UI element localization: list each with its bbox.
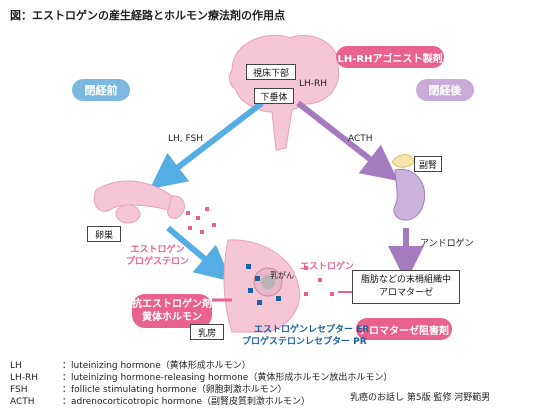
anti-estrogen-label: 抗エストロゲン剤: [132, 299, 212, 310]
peripheral-tissue-box: 脂肪などの末梢組織中 アロマターゼ: [352, 270, 460, 304]
glossary-definition: ：adrenocorticotropic hormone（副腎皮質刺激ホルモン）: [62, 397, 310, 407]
pituitary-box: 下垂体: [254, 88, 294, 104]
adrenal-box: 副腎: [414, 156, 442, 172]
postmenopause-badge: 閉経後: [416, 79, 474, 101]
androgen-label: アンドロゲン: [420, 239, 474, 249]
cancer-label: 乳がん: [270, 271, 294, 280]
er-label: エストロゲンレセプター ER: [254, 325, 370, 335]
lh-rh-agonist-badge: LH-RHアゴニスト製剤: [336, 46, 444, 68]
glossary-abbr: FSH: [10, 385, 28, 395]
glossary-definition: ：luteinizing hormone（黄体形成ホルモン）: [62, 361, 251, 371]
estrogen-progesterone-label: エストロゲン プロゲステロン: [126, 244, 189, 268]
pr-label: プロゲステロンレセプター PR: [242, 337, 367, 347]
ovary-illustration: [93, 180, 185, 224]
anti-estrogen-badge: 抗エストロゲン剤 黄体ホルモン: [132, 294, 212, 328]
arrow-estrogen-to-breast: [166, 225, 232, 282]
peripheral-tissue-label: 脂肪などの末梢組織中: [360, 275, 451, 285]
glossary-definition: ：follicle stimulating hormone（卵胞刺激ホルモン）: [62, 385, 287, 395]
glossary-abbr: LH-RH: [10, 373, 39, 383]
lh-rh-label: LH-RH: [299, 79, 328, 89]
arrow-lh-fsh: [149, 100, 264, 189]
progestin-label: 黄体ホルモン: [142, 312, 202, 323]
hormone-dots: [186, 207, 334, 296]
lh-fsh-label: LH, FSH: [168, 134, 204, 144]
source-credit: 乳癌のお話し 第5版 監修 河野範男: [350, 393, 491, 403]
breast-illustration: [223, 239, 300, 333]
glossary-row: LH ：luteinizing hormone（黄体形成ホルモン）: [10, 358, 251, 371]
breast-box: 乳房: [190, 324, 224, 340]
figure-title: 図：エストロゲンの産生経路とホルモン療法剤の作用点: [10, 9, 285, 22]
ovary-box: 卵巣: [87, 226, 121, 242]
glossary-definition: ：luteinizing hormone-releasing hormone（黄…: [62, 373, 393, 383]
adrenal-kidney-illustration: [391, 154, 426, 221]
aromatase-label: アロマターゼ: [378, 288, 433, 298]
glossary-row: LH-RH ：luteinizing hormone-releasing horm…: [10, 370, 392, 383]
glossary-abbr: ACTH: [10, 397, 35, 407]
estrogen-label-right: エストロゲン: [300, 262, 355, 272]
arrow-acth: [296, 100, 399, 182]
premenopause-badge: 閉経前: [72, 79, 130, 101]
aromatase-inhibitor-badge: アロマターゼ阻害剤: [356, 318, 452, 340]
progesterone-label-left: プロゲステロン: [126, 257, 190, 267]
estrogen-label-left: エストロゲン: [130, 245, 185, 255]
acth-label: ACTH: [348, 134, 373, 144]
glossary-abbr: LH: [10, 361, 22, 371]
glossary-row: ACTH ：adrenocorticotropic hormone（副腎皮質刺激ホ…: [10, 394, 310, 407]
hypothalamus-box: 視床下部: [246, 64, 296, 80]
glossary-row: FSH ：follicle stimulating hormone（卵胞刺激ホルモ…: [10, 382, 287, 395]
